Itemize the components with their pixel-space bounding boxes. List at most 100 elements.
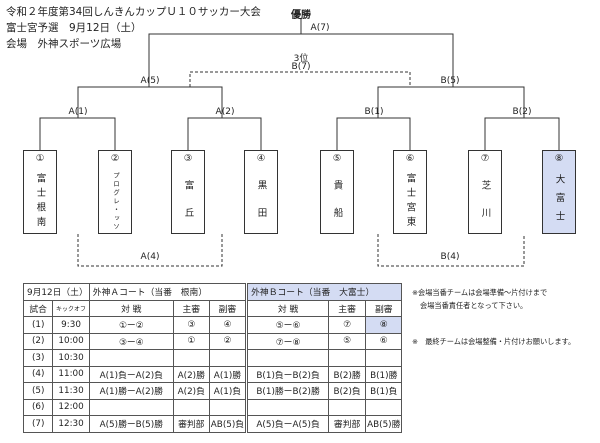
match-no: (7) (22, 415, 54, 433)
court-a-referee: A(2)勝 (172, 365, 210, 383)
team-name: 富丘 (182, 179, 194, 235)
court-a-referee (172, 398, 210, 416)
court-a-title: 外神Ａコート（当番 根南） (88, 283, 248, 301)
court-b-matchup: B(1)負ーB(2)負 (245, 365, 330, 383)
court-b-assistant (365, 398, 403, 416)
court-a-matchup: ①ー② (88, 316, 174, 334)
team-box: ⑦ 芝川 (468, 150, 502, 235)
team-number: ⑤ (332, 153, 342, 164)
semi-left-label: A(5) (140, 76, 160, 86)
court-a-matchup: A(5)勝ーB(5)勝 (88, 415, 174, 433)
court-a-assistant: ④ (208, 316, 248, 334)
table-row: (3) 10:30 (22, 349, 403, 367)
team-box: ① 富士根南 (23, 150, 57, 234)
schedule-table: 9月12日（土） 外神Ａコート（当番 根南） 外神Ｂコート（当番 大富士） 試合… (22, 283, 403, 433)
col-header-referee: 主審 (172, 299, 210, 317)
team-number: ⑥ (405, 153, 415, 164)
court-b-matchup: A(5)負ーA(5)負 (245, 415, 330, 433)
table-row: (7) 12:30 A(5)勝ーB(5)勝 審判部 AB(5)負 A(5)負ーA… (22, 415, 403, 433)
court-a-assistant (208, 349, 248, 367)
table-row: (4) 11:00 A(1)負ーA(2)負 A(2)勝 A(1)勝 B(1)負ー… (22, 365, 403, 383)
team-number: ⑦ (480, 153, 490, 164)
round1-label-b2: B(2) (512, 107, 532, 117)
match-no: (3) (22, 349, 54, 367)
event-date: 富士宮予選 9月12日（土） (6, 22, 142, 34)
col-header-assistant: 副審 (208, 299, 248, 317)
note-final-team: ※ 最終チームは会場整備・片付けお願いします。 (412, 337, 576, 346)
team-name: 富士宮東 (404, 173, 416, 231)
table-row: (6) 12:00 (22, 398, 403, 416)
team-name: 黒田 (255, 179, 267, 235)
kickoff-time: 12:00 (52, 398, 90, 416)
table-title-row: 9月12日（土） 外神Ａコート（当番 根南） 外神Ｂコート（当番 大富士） (23, 283, 403, 301)
team-number: ⑧ (554, 153, 564, 164)
court-b-assistant: AB(5)勝 (365, 415, 403, 433)
consolation-right-label: B(4) (440, 252, 460, 262)
court-a-referee: A(2)負 (172, 382, 210, 400)
team-box: ④ 黒田 (244, 150, 278, 235)
court-a-assistant: AB(5)負 (208, 415, 248, 433)
court-b-assistant: B(1)勝 (365, 365, 403, 383)
court-b-assistant (365, 349, 403, 367)
col-header-kickoff: キックオフ (52, 299, 90, 317)
table-row: (5) 11:30 A(1)勝ーA(2)勝 A(2)負 A(1)負 B(1)勝ー… (22, 382, 403, 400)
match-no: (4) (22, 365, 54, 383)
court-a-assistant (208, 398, 248, 416)
court-a-referee: ① (172, 332, 210, 350)
court-b-referee (328, 349, 367, 367)
court-b-assistant: B(1)負 (365, 382, 403, 400)
match-no: (6) (22, 398, 54, 416)
team-box-highlighted: ⑧ 大富士 (542, 150, 576, 234)
col-header-match: 試合 (22, 299, 54, 317)
col-header-vs: 対 戦 (245, 299, 330, 317)
court-a-matchup: ③ー④ (88, 332, 174, 350)
match-no: (1) (22, 316, 54, 334)
court-a-referee (172, 349, 210, 367)
court-b-referee (328, 398, 367, 416)
kickoff-time: 10:00 (52, 332, 90, 350)
table-row: (2) 10:00 ③ー④ ① ② ⑦ー⑧ ⑤ ⑥ (22, 332, 403, 350)
kickoff-time: 9:30 (52, 316, 90, 334)
court-a-assistant: A(1)負 (208, 382, 248, 400)
court-a-matchup (88, 349, 174, 367)
third-place-match-label: B(7) (291, 62, 311, 72)
team-name: プログレ・ッソ (111, 172, 120, 232)
court-a-matchup: A(1)勝ーA(2)勝 (88, 382, 174, 400)
team-number: ④ (256, 153, 266, 164)
court-b-referee: ⑦ (328, 316, 367, 334)
court-b-matchup: ⑦ー⑧ (245, 332, 330, 350)
match-no: (2) (22, 332, 54, 350)
court-a-referee: ③ (172, 316, 210, 334)
col-header-vs: 対 戦 (88, 299, 174, 317)
table-header-row: 試合 キックオフ 対 戦 主審 副審 対 戦 主審 副審 (22, 299, 403, 317)
note-duty-line2: 会場当番責任者となって下さい。 (420, 301, 528, 310)
court-a-assistant: ② (208, 332, 248, 350)
venue: 会場 外神スポーツ広場 (6, 38, 122, 50)
kickoff-time: 10:30 (52, 349, 90, 367)
court-a-matchup: A(1)負ーA(2)負 (88, 365, 174, 383)
tournament-title: 令和２年度第34回しんきんカップＵ１０サッカー大会 (6, 6, 261, 18)
schedule-date: 9月12日（土） (23, 283, 90, 301)
team-box: ⑥ 富士宮東 (393, 150, 427, 234)
court-b-assistant: ⑧ (365, 316, 403, 334)
col-header-referee: 主審 (328, 299, 367, 317)
court-b-referee: 審判部 (328, 415, 367, 433)
table-row: (1) 9:30 ①ー② ③ ④ ⑤ー⑥ ⑦ ⑧ (22, 316, 403, 334)
court-a-assistant: A(1)勝 (208, 365, 248, 383)
team-number: ② (110, 153, 120, 164)
note-duty-line1: ※会場当番チームは会場準備～片付けまで (412, 288, 548, 297)
consolation-left-label: A(4) (140, 252, 160, 262)
court-b-matchup: B(1)勝ーB(2)勝 (245, 382, 330, 400)
round1-label-b1: B(1) (364, 107, 384, 117)
team-name: 富士根南 (34, 173, 46, 231)
court-b-referee: ⑤ (328, 332, 367, 350)
court-b-matchup: ⑤ー⑥ (245, 316, 330, 334)
court-b-referee: B(2)勝 (328, 365, 367, 383)
kickoff-time: 12:30 (52, 415, 90, 433)
court-a-referee: 審判部 (172, 415, 210, 433)
final-title: 優勝 (291, 10, 311, 21)
kickoff-time: 11:30 (52, 382, 90, 400)
court-b-title: 外神Ｂコート（当番 大富士） (245, 283, 403, 301)
team-name: 芝川 (479, 179, 491, 235)
